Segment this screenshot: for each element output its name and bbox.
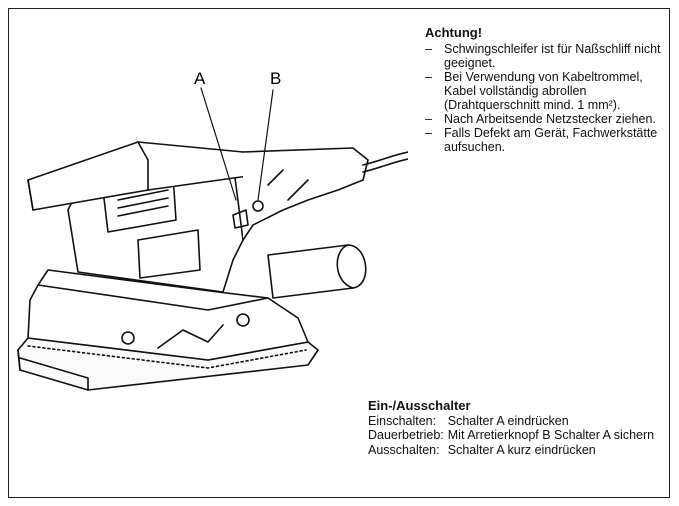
- switch-term: Ausschalten:: [368, 442, 440, 457]
- callout-label-b: B: [270, 69, 281, 88]
- callout-line-b: [257, 89, 274, 201]
- switch-term: Dauerbetrieb:: [368, 428, 444, 442]
- warning-item: –Nach Arbeitsende Netzstecker ziehen.: [425, 112, 656, 126]
- lock-button: [252, 200, 264, 212]
- orbital-sander-illustration: A B: [17, 69, 408, 391]
- switch-row: Ausschalten: Schalter A kurz eindrücken: [368, 443, 654, 458]
- switch-desc: Schalter A eindrücken: [447, 413, 569, 428]
- dust-tube: [267, 244, 367, 299]
- warning-item: –Schwingschleifer ist für Naßschliff nic…: [425, 42, 661, 70]
- callout-line-a: [200, 87, 237, 201]
- switch-desc: Mit Arretierknopf B Schalter A sichern: [447, 428, 655, 442]
- warning-item: –Bei Verwendung von Kabeltrommel, Kabel …: [425, 70, 643, 112]
- lower-housing: [27, 284, 309, 361]
- switch-trigger: [232, 209, 249, 229]
- warning-item: –Falls Defekt am Gerät, Fachwerkstätte a…: [425, 126, 658, 154]
- handle: [242, 147, 369, 241]
- page-frame: [8, 8, 670, 498]
- switch-title: Ein-/Ausschalter: [368, 398, 471, 413]
- switch-row: Dauerbetrieb: Mit Arretierknopf B Schalt…: [368, 428, 654, 443]
- warning-list: –Schwingschleifer ist für Naßschliff nic…: [425, 42, 670, 154]
- switch-term: Einschalten:: [368, 413, 437, 428]
- switch-table: Einschalten: Schalter A eindrücken Dauer…: [368, 414, 654, 458]
- callout-label-a: A: [194, 69, 206, 88]
- switch-instructions: Ein-/Ausschalter Einschalten: Schalter A…: [368, 398, 668, 458]
- switch-desc: Schalter A kurz eindrücken: [447, 442, 596, 457]
- warning-title: Achtung!: [425, 25, 483, 40]
- warning-box: Achtung! –Schwingschleifer ist für Naßsc…: [425, 25, 670, 155]
- switch-row: Einschalten: Schalter A eindrücken: [368, 414, 654, 429]
- power-cable: [362, 151, 408, 166]
